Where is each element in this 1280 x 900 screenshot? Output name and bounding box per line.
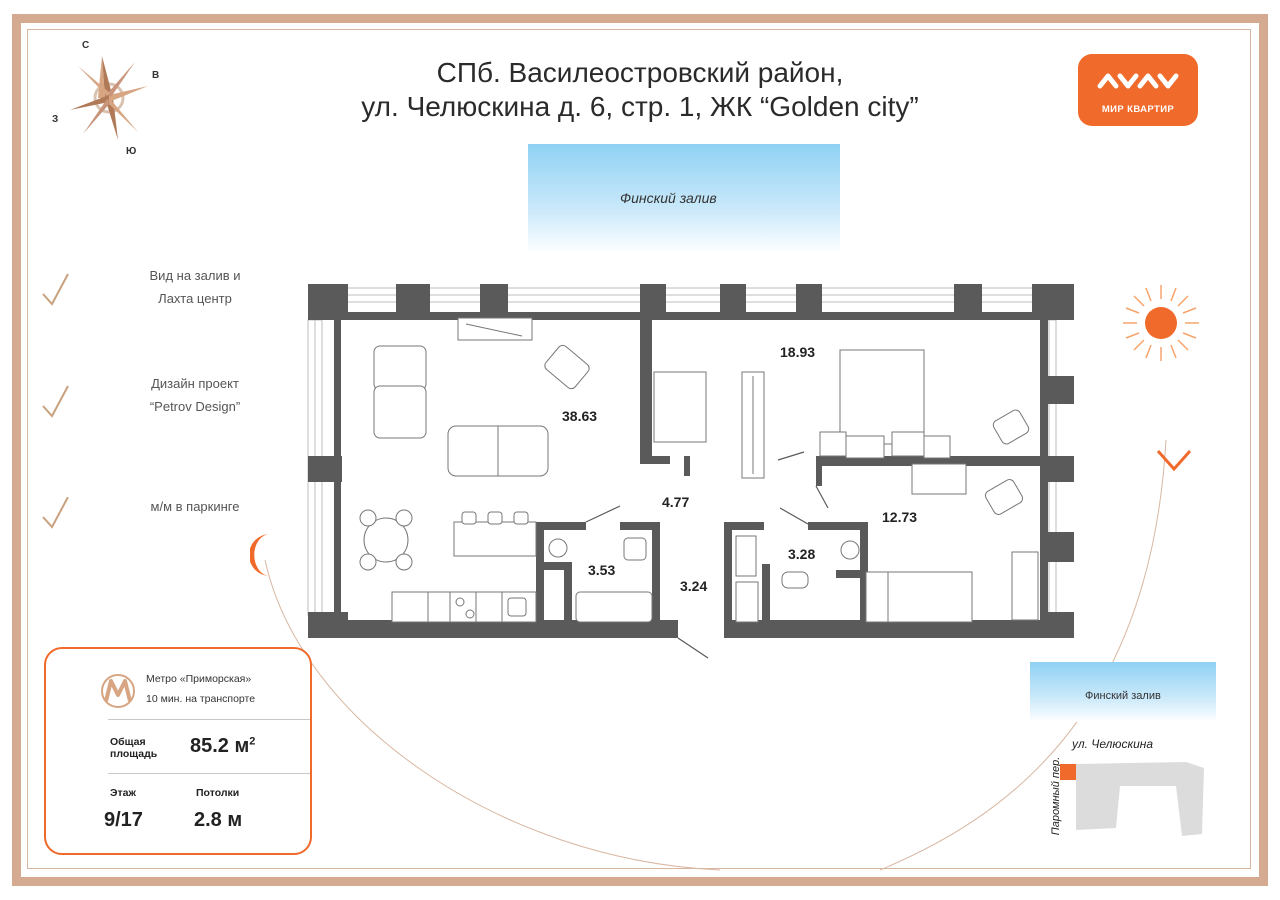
room-area-bathroom-1: 3.53 (588, 562, 616, 578)
floor-plan (307, 284, 1074, 659)
metro-time: 10 мин. на транспорте (146, 693, 256, 705)
compass-south-label: Ю (126, 146, 137, 157)
area-unit-sup: 2 (249, 735, 256, 748)
area-label-line: Общая (110, 736, 146, 748)
compass-east-label: В (152, 70, 160, 81)
logo-text: МИР КВАРТИР (1101, 104, 1175, 115)
feature-item: м/м в паркинге (40, 495, 280, 555)
minimap-sea (1030, 662, 1216, 722)
check-icon (42, 385, 69, 418)
feature-text: Дизайн проект “Petrov Design” (120, 372, 270, 418)
brand-logo[interactable]: МИР КВАРТИР (1078, 54, 1198, 126)
minimap-street-main: ул. Челюскина (1072, 737, 1154, 751)
compass-north-label: С (82, 40, 90, 51)
feature-line: м/м в паркинге (150, 499, 240, 514)
feature-line: Лахта центр (158, 291, 232, 306)
check-icon (42, 273, 69, 306)
card-divider (108, 719, 310, 720)
area-label-line: площадь (110, 748, 158, 760)
room-area-hall: 4.77 (662, 494, 690, 510)
feature-text: м/м в паркинге (120, 495, 270, 518)
floor-label: Этаж (110, 787, 136, 799)
feature-line: Вид на залив и (149, 268, 241, 283)
area-label: Общая площадь (110, 736, 157, 760)
compass: С В З Ю (52, 40, 168, 158)
moon-icon (250, 534, 270, 576)
title-line-1: СПб. Василеостровский район, (436, 57, 844, 88)
inner-frame-line (27, 29, 1251, 869)
page-title: СПб. Василеостровский район, ул. Челюски… (300, 56, 980, 124)
title-line-2: ул. Челюскина д. 6, стр. 1, ЖК “Golden c… (361, 91, 919, 122)
ceiling-label: Потолки (196, 787, 240, 799)
metro-info: Метро «Приморская» 10 мин. на транспорте (146, 669, 255, 709)
room-area-bathroom-2: 3.28 (788, 546, 816, 562)
sea-label: Финский залив (620, 190, 717, 206)
room-area-living: 38.63 (562, 408, 598, 424)
minimap-building (1060, 762, 1204, 836)
logo-mark-icon (1097, 73, 1179, 89)
ceiling-value: 2.8 м (194, 809, 243, 831)
room-area-corridor: 3.24 (680, 578, 708, 594)
metro-station: Метро «Приморская» (146, 673, 252, 685)
check-icon (42, 497, 69, 529)
feature-line: Дизайн проект (151, 376, 239, 391)
area-value-text: 85.2 м (190, 735, 250, 757)
feature-item: Дизайн проект “Petrov Design” (40, 372, 280, 432)
chevron-down-icon (1156, 450, 1192, 472)
apartment-info-card: Метро «Приморская» 10 мин. на транспорте… (44, 647, 312, 855)
card-divider (108, 773, 310, 774)
feature-text: Вид на залив и Лахта центр (120, 264, 270, 310)
sea-gradient (528, 144, 840, 254)
floor-value: 9/17 (104, 809, 143, 831)
metro-logo-icon (101, 674, 135, 708)
compass-rose-icon (70, 56, 148, 140)
room-area-bedroom-1: 18.93 (780, 344, 816, 360)
sun-icon (1123, 285, 1199, 361)
room-area-bedroom-2: 12.73 (882, 509, 918, 525)
area-value: 85.2 м2 (190, 735, 255, 758)
minimap-sea-label: Финский залив (1085, 690, 1161, 702)
feature-line: “Petrov Design” (149, 399, 241, 414)
compass-west-label: З (52, 114, 59, 125)
feature-item: Вид на залив и Лахта центр (40, 264, 280, 324)
